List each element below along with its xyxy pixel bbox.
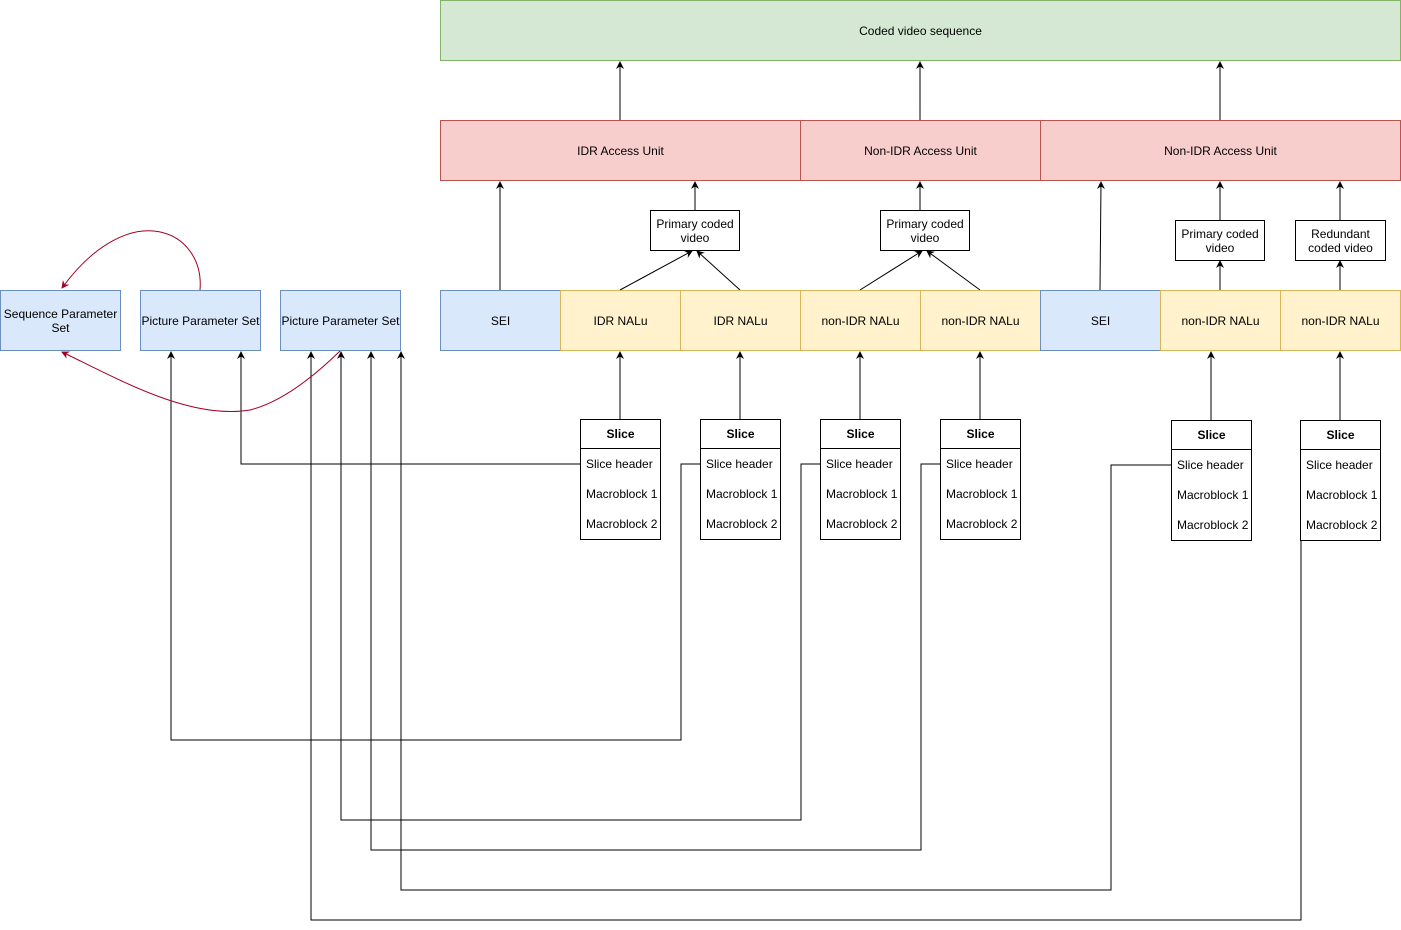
nalu-sei: SEI	[440, 290, 561, 351]
slice-header-row: Slice header	[946, 457, 1013, 471]
arrow-nalu3-pcv	[859, 250, 923, 291]
primary-coded-video-box: Primary coded video	[650, 210, 740, 251]
ref-pps2-sps	[61, 350, 341, 412]
slice-header-row: Slice header	[586, 457, 653, 471]
macroblock-row: Macroblock 2	[586, 517, 658, 531]
ref-slice2-pps1	[167, 351, 701, 741]
slice-title: Slice	[821, 420, 900, 449]
picture-parameter-set: Picture Parameter Set	[140, 290, 261, 351]
macroblock-row: Macroblock 2	[706, 517, 778, 531]
primary-coded-video-box: Primary coded video	[1175, 220, 1265, 261]
macroblock-row: Macroblock 2	[1306, 518, 1378, 532]
ref-slice1-pps1	[237, 351, 581, 465]
nalu-non-idr: non-IDR NALu	[920, 290, 1041, 351]
redundant-coded-video-box: Redundant coded video	[1295, 220, 1386, 261]
slice-title: Slice	[581, 420, 660, 449]
nalu-non-idr: non-IDR NALu	[800, 290, 921, 351]
slice-box: Slice Slice header Macroblock 1 Macroblo…	[1171, 420, 1252, 541]
access-unit-non-idr: Non-IDR Access Unit	[800, 120, 1041, 181]
nalu-non-idr: non-IDR NALu	[1280, 290, 1401, 351]
slice-header-row: Slice header	[826, 457, 893, 471]
macroblock-row: Macroblock 2	[1177, 518, 1249, 532]
slice-header-row: Slice header	[1177, 458, 1244, 472]
ref-slice6-pps2	[307, 351, 1302, 921]
arrow-nalu1-pcv	[619, 250, 693, 291]
primary-coded-video-box: Primary coded video	[880, 210, 970, 251]
ref-slice3-pps2	[337, 351, 821, 821]
macroblock-row: Macroblock 1	[586, 487, 658, 501]
slice-box: Slice Slice header Macroblock 1 Macroblo…	[820, 419, 901, 540]
slice-title: Slice	[941, 420, 1020, 449]
macroblock-row: Macroblock 1	[946, 487, 1018, 501]
slice-box: Slice Slice header Macroblock 1 Macroblo…	[1300, 420, 1381, 541]
macroblock-row: Macroblock 1	[706, 487, 778, 501]
nalu-idr: IDR NALu	[560, 290, 681, 351]
macroblock-row: Macroblock 2	[826, 517, 898, 531]
slice-box: Slice Slice header Macroblock 1 Macroblo…	[940, 419, 1021, 540]
picture-parameter-set: Picture Parameter Set	[280, 290, 401, 351]
ref-slice4-pps2	[367, 351, 941, 851]
access-unit-non-idr: Non-IDR Access Unit	[1040, 120, 1401, 181]
macroblock-row: Macroblock 1	[1177, 488, 1249, 502]
slice-title: Slice	[701, 420, 780, 449]
slice-box: Slice Slice header Macroblock 1 Macroblo…	[700, 419, 781, 540]
arrow-nalu4-pcv	[926, 250, 981, 291]
slice-title: Slice	[1301, 421, 1380, 450]
slice-header-row: Slice header	[1306, 458, 1373, 472]
coded-video-sequence: Coded video sequence	[440, 0, 1401, 61]
nalu-non-idr: non-IDR NALu	[1160, 290, 1281, 351]
nalu-idr: IDR NALu	[680, 290, 801, 351]
arrow-nalu2-pcv	[696, 250, 741, 291]
arrow-sei2-au	[1096, 181, 1105, 291]
sequence-parameter-set: Sequence Parameter Set	[0, 290, 121, 351]
macroblock-row: Macroblock 2	[946, 517, 1018, 531]
slice-title: Slice	[1172, 421, 1251, 450]
macroblock-row: Macroblock 1	[1306, 488, 1378, 502]
ref-pps1-sps	[61, 230, 201, 291]
slice-header-row: Slice header	[706, 457, 773, 471]
slice-box: Slice Slice header Macroblock 1 Macroblo…	[580, 419, 661, 540]
access-unit-idr: IDR Access Unit	[440, 120, 801, 181]
ref-slice5-pps2	[397, 351, 1172, 891]
nalu-sei: SEI	[1040, 290, 1161, 351]
macroblock-row: Macroblock 1	[826, 487, 898, 501]
